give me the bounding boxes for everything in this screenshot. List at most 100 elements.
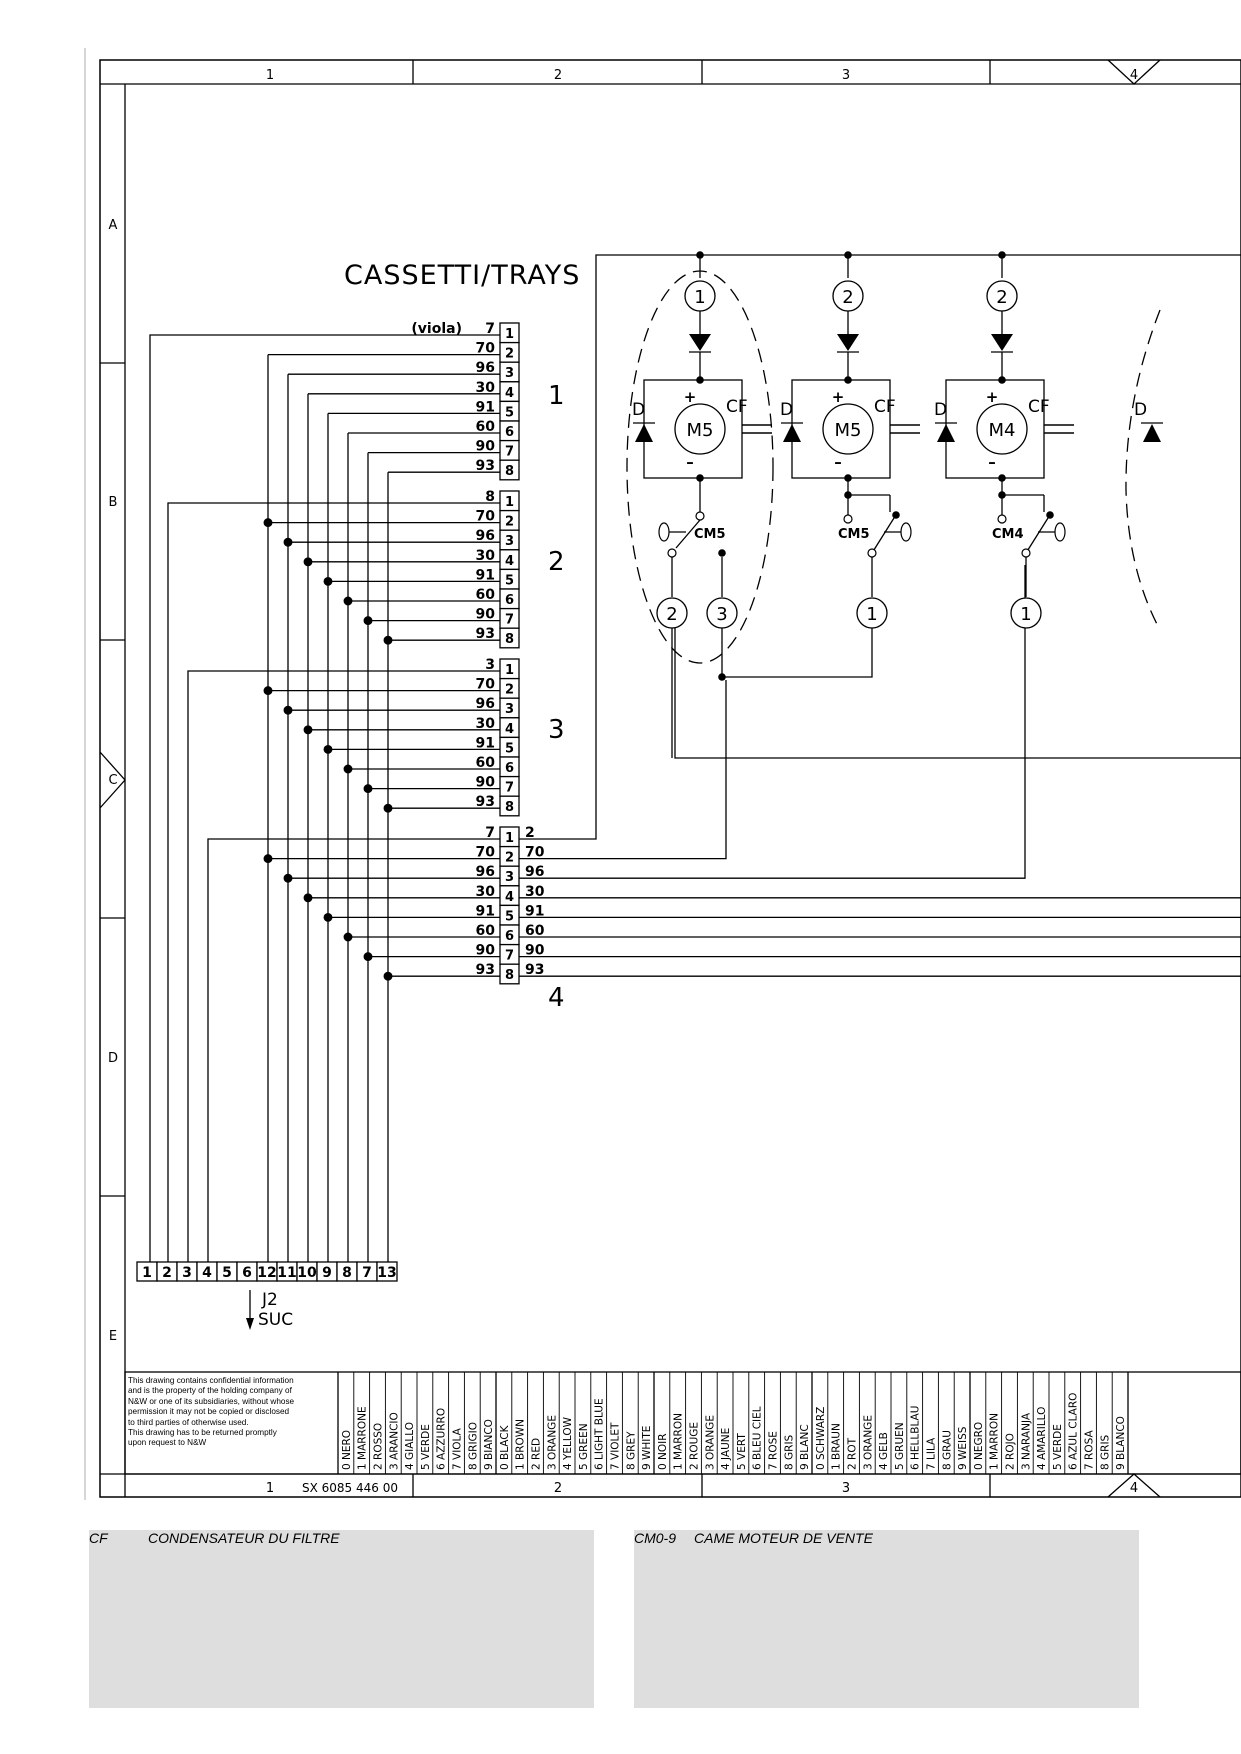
motor3-cam-wire bbox=[519, 565, 1026, 879]
series-diode-icon bbox=[837, 334, 859, 351]
tray4-pin-number: 2 bbox=[505, 851, 514, 866]
tray2-wire-code: 8 bbox=[485, 489, 495, 505]
motor-icon bbox=[822, 403, 874, 455]
diode-label: D bbox=[1134, 400, 1147, 420]
junction-dot bbox=[323, 576, 333, 586]
freewheel-diode-icon bbox=[783, 424, 801, 442]
tray4-out-code: 90 bbox=[525, 943, 545, 959]
tray1-pin-number: 1 bbox=[505, 327, 514, 342]
color-entry: 2 RED bbox=[531, 1438, 543, 1470]
tray4-out-code: 96 bbox=[525, 864, 544, 880]
j2-pin-number: 1 bbox=[142, 1265, 152, 1281]
color-entry: 0 NEGRO bbox=[973, 1422, 985, 1470]
color-entry: 7 ROSE bbox=[768, 1431, 780, 1470]
j2-pin-number: 8 bbox=[342, 1265, 352, 1281]
color-entry: 4 GIALLO bbox=[404, 1422, 416, 1470]
tray2-pin-number: 4 bbox=[505, 554, 514, 569]
j2-name: J2 bbox=[261, 1290, 278, 1310]
j2-pin-box bbox=[376, 1261, 398, 1282]
tray1-pin-number: 3 bbox=[505, 366, 514, 381]
diode-label: D bbox=[934, 400, 947, 420]
motor-plus-sign: + bbox=[986, 388, 999, 406]
j2-pin-number: 2 bbox=[162, 1265, 172, 1281]
node-circle bbox=[1010, 597, 1042, 629]
color-entry: 6 AZZURRO bbox=[436, 1408, 448, 1470]
cam-contact bbox=[667, 548, 677, 558]
color-entry: 7 LILA bbox=[926, 1437, 938, 1470]
color-entry: 5 GREEN bbox=[578, 1423, 590, 1470]
color-entry: 1 BRAUN bbox=[831, 1423, 843, 1470]
supply-wire bbox=[519, 254, 1241, 840]
column-label-2: 2 bbox=[554, 68, 562, 83]
disclaimer-line: This drawing has to be returned promptly bbox=[128, 1428, 277, 1438]
capacitor-label: CF bbox=[1028, 397, 1050, 417]
color-entry: 1 BROWN bbox=[515, 1419, 527, 1470]
junction-dot bbox=[323, 744, 333, 754]
tray1-wire-code: 30 bbox=[476, 380, 496, 396]
color-entry: 6 BLEU CIEL bbox=[752, 1406, 764, 1470]
disclaimer-line: This drawing contains confidential infor… bbox=[128, 1376, 294, 1385]
node-number: 1 bbox=[1020, 604, 1031, 625]
color-entry: 2 ROJO bbox=[1005, 1433, 1017, 1470]
motor-circuit-4: D bbox=[1125, 309, 1163, 631]
cam-switch-arm bbox=[675, 519, 701, 549]
disclaimer-line: permission it may not be copied or discl… bbox=[128, 1407, 290, 1417]
junction-dot bbox=[343, 932, 353, 942]
wiring bbox=[149, 254, 1241, 1270]
tray3-wire-code: 70 bbox=[476, 677, 496, 693]
color-entry: 9 BIANCO bbox=[483, 1419, 495, 1470]
color-entry: 5 VERDE bbox=[420, 1424, 432, 1470]
tray3-pin-number: 4 bbox=[505, 722, 514, 737]
junction-dot bbox=[383, 635, 393, 645]
junction-dot bbox=[263, 518, 273, 528]
tray-connectors: 17270396430591660790893(viola)1182703964… bbox=[411, 321, 564, 1013]
motor-label: M4 bbox=[989, 420, 1016, 441]
color-entry: 8 GRIS bbox=[1099, 1434, 1111, 1470]
row-label-B: B bbox=[109, 495, 118, 510]
tray4-pin-number: 7 bbox=[505, 949, 514, 964]
tray2-pin-box bbox=[499, 627, 520, 649]
tray3-wire-code: 30 bbox=[476, 716, 496, 732]
color-entry: 8 GRIGIO bbox=[467, 1422, 479, 1470]
diode-icon bbox=[1143, 424, 1161, 442]
junction-dot bbox=[303, 725, 313, 735]
tray2-wire-code: 96 bbox=[476, 528, 495, 544]
capacitor-label: CF bbox=[726, 397, 748, 417]
junction-dot bbox=[343, 764, 353, 774]
tray1-pin-number: 8 bbox=[505, 464, 514, 479]
tray1-wire-code: 96 bbox=[476, 360, 495, 376]
cam-contact-closed bbox=[1046, 511, 1054, 519]
motor-icon bbox=[976, 403, 1028, 455]
color-entry: 3 ORANGE bbox=[862, 1415, 874, 1470]
color-entry: 0 NERO bbox=[341, 1430, 353, 1470]
tray1-select-wire bbox=[149, 334, 500, 1270]
tray2-pin-number: 8 bbox=[505, 632, 514, 647]
tray4-out-code: 70 bbox=[525, 845, 545, 861]
bottom-column-label-1: 1 bbox=[266, 1481, 274, 1496]
tray4-wire-code: 91 bbox=[476, 903, 495, 919]
motor-plus-sign: + bbox=[684, 388, 697, 406]
color-entry: 9 WEISS bbox=[957, 1426, 969, 1470]
color-entry: 9 BLANC bbox=[799, 1424, 811, 1470]
diode-label: D bbox=[632, 400, 645, 420]
j2-pin-number: 10 bbox=[297, 1265, 317, 1281]
cam-label: CM5 bbox=[838, 527, 870, 542]
color-entry: 4 AMARILLO bbox=[1036, 1407, 1048, 1470]
junction-dot bbox=[718, 673, 726, 681]
cam-actuator-icon bbox=[1054, 522, 1066, 542]
junction-dot bbox=[323, 912, 333, 922]
legend-box-cm bbox=[634, 1530, 1139, 1708]
junction-dot bbox=[343, 596, 353, 606]
tray3-select-wire bbox=[187, 670, 500, 1270]
tray2-wire-code: 91 bbox=[476, 567, 495, 583]
color-entry: 0 NOIR bbox=[657, 1433, 669, 1470]
drawing-frame bbox=[84, 48, 1241, 1500]
cam-switch-arm bbox=[871, 517, 895, 554]
color-entry: 0 BLACK bbox=[499, 1424, 511, 1470]
tray4-out-code: 93 bbox=[525, 962, 544, 978]
